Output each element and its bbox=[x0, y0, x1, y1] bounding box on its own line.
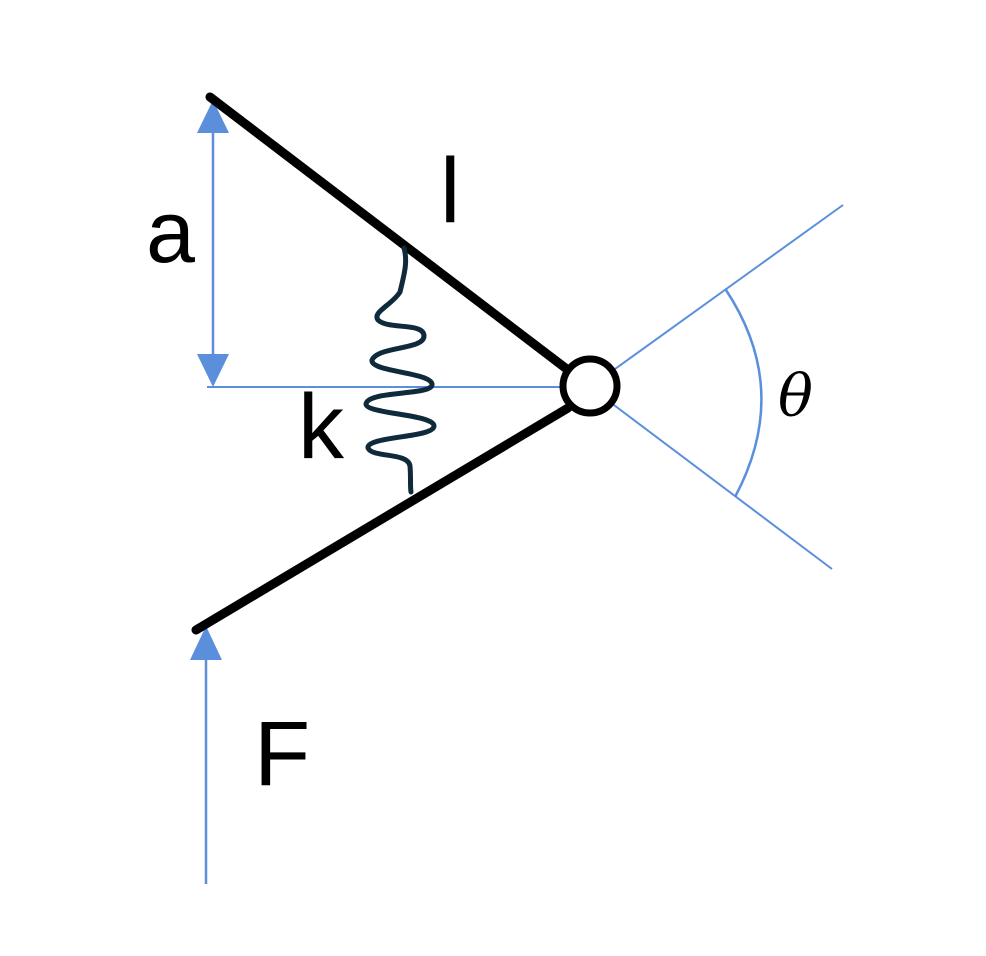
label-F: F bbox=[254, 703, 310, 805]
angle-lower-extension-line bbox=[589, 386, 833, 570]
hinge-joint bbox=[559, 355, 621, 417]
angle-arc bbox=[724, 289, 763, 498]
label-k: k bbox=[298, 376, 345, 478]
angle-upper-extension-line bbox=[589, 204, 844, 388]
label-l: l bbox=[440, 140, 460, 242]
lower-rod bbox=[191, 403, 573, 635]
label-a: a bbox=[146, 182, 195, 281]
dimension-a-arrowhead-bottom bbox=[197, 354, 229, 387]
spring bbox=[363, 245, 437, 495]
dimension-a-arrowhead-top bbox=[197, 100, 229, 133]
upper-rod bbox=[205, 92, 573, 375]
force-arrowhead bbox=[190, 626, 222, 660]
label-theta: θ bbox=[778, 362, 813, 430]
